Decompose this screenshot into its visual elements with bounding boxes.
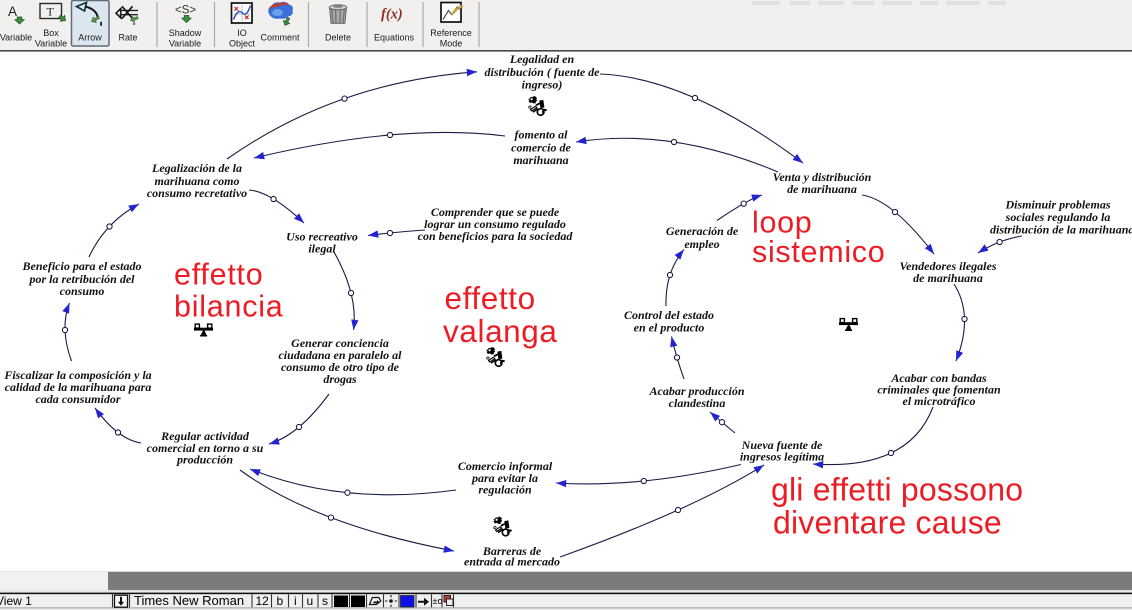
svg-text:Acabar con bandas: Acabar con bandas	[890, 371, 987, 385]
svg-text:effetto: effetto	[445, 280, 536, 316]
svg-text:entrada al mercado: entrada al mercado	[464, 555, 560, 569]
svg-text:Nueva fuente de: Nueva fuente de	[741, 438, 823, 452]
svg-text:con beneficios para la socieda: con beneficios para la sociedad	[418, 229, 574, 243]
svg-text:b: b	[277, 594, 284, 608]
svg-text:de marihuana: de marihuana	[913, 271, 983, 285]
svg-text:distribución ( fuente de: distribución ( fuente de	[484, 65, 600, 79]
svg-text:comercial en torno a su: comercial en torno a su	[147, 441, 264, 455]
svg-text:Rate: Rate	[118, 33, 137, 43]
svg-text:i: i	[294, 594, 297, 608]
svg-text:Disminuir problemas: Disminuir problemas	[1004, 198, 1110, 212]
svg-text:<S>: <S>	[175, 5, 196, 17]
svg-text:Variable: Variable	[0, 33, 32, 43]
svg-text:Mode: Mode	[440, 39, 463, 49]
svg-text:en el producto: en el producto	[634, 321, 705, 335]
svg-text:Reference: Reference	[430, 28, 472, 38]
svg-text:effetto: effetto	[174, 258, 263, 292]
svg-text:Control del estado: Control del estado	[624, 308, 714, 322]
svg-text:Generación de: Generación de	[666, 224, 739, 238]
svg-text:12: 12	[256, 594, 270, 608]
svg-text:Variable: Variable	[169, 39, 201, 49]
svg-text:drogas: drogas	[323, 372, 357, 386]
svg-text:gli effetti possono: gli effetti possono	[771, 472, 1023, 508]
svg-text:Venta y distribución: Venta y distribución	[773, 170, 872, 184]
svg-text:marihuana como: marihuana como	[154, 174, 239, 188]
svg-text:Barreras de: Barreras de	[482, 544, 542, 558]
svg-text:fomento al: fomento al	[515, 128, 569, 142]
svg-text:calidad de la marihuana para: calidad de la marihuana para	[5, 380, 152, 394]
svg-text:diventare cause: diventare cause	[773, 505, 1002, 541]
svg-text:empleo: empleo	[684, 237, 719, 251]
svg-text:bilancia: bilancia	[174, 290, 283, 324]
svg-text:lograr un consumo regulado: lograr un consumo regulado	[424, 217, 566, 231]
svg-text:clandestina: clandestina	[669, 396, 726, 410]
svg-text:View 1: View 1	[0, 594, 32, 608]
svg-text:para evitar la: para evitar la	[471, 471, 538, 485]
svg-text:de marihuana: de marihuana	[787, 182, 857, 196]
svg-text:ingresos legítima: ingresos legítima	[740, 450, 824, 464]
svg-text:el microtráfico: el microtráfico	[903, 394, 976, 408]
svg-text:criminales que fomentan: criminales que fomentan	[877, 382, 1001, 396]
svg-text:Times New Roman: Times New Roman	[134, 593, 244, 608]
svg-text:T: T	[47, 5, 55, 19]
svg-text:Arrow: Arrow	[78, 33, 102, 43]
svg-text:producción: producción	[176, 453, 233, 467]
svg-text:A: A	[8, 4, 17, 19]
svg-text:Variable: Variable	[35, 39, 67, 49]
svg-text:Fiscalizar la composición y la: Fiscalizar la composición y la	[3, 368, 151, 382]
svg-text:Legalización de la: Legalización de la	[151, 161, 242, 175]
svg-text:Vendedores ilegales: Vendedores ilegales	[900, 259, 997, 273]
svg-text:Shadow: Shadow	[169, 28, 202, 38]
svg-text:Box: Box	[43, 28, 59, 38]
svg-text:Regular actividad: Regular actividad	[160, 429, 250, 443]
svg-text:cada consumidor: cada consumidor	[35, 392, 120, 406]
svg-text:Comprender que se puede: Comprender que se puede	[431, 205, 560, 219]
svg-text:Equations: Equations	[374, 33, 415, 43]
svg-text:ilegal: ilegal	[308, 242, 336, 256]
svg-text:por la retribución del: por la retribución del	[28, 272, 135, 286]
svg-text:Acabar producción: Acabar producción	[648, 384, 744, 398]
svg-text:sistemico: sistemico	[752, 235, 885, 269]
svg-text:Delete: Delete	[325, 33, 351, 43]
svg-text:s: s	[322, 594, 328, 608]
svg-text:IO: IO	[237, 28, 247, 38]
svg-text:distribución de la marihuanaz: distribución de la marihuanaz	[990, 223, 1132, 237]
svg-text:valanga: valanga	[443, 313, 558, 349]
svg-text:ciudadana en paralelo al: ciudadana en paralelo al	[278, 348, 402, 362]
svg-text:Uso recreativo: Uso recreativo	[286, 230, 358, 244]
svg-text:consumo recretativo: consumo recretativo	[147, 186, 247, 200]
svg-text:±o: ±o	[433, 596, 443, 606]
svg-text:Object: Object	[229, 39, 256, 49]
svg-text:consumo de otro tipo de: consumo de otro tipo de	[281, 360, 400, 374]
svg-text:f(x): f(x)	[381, 7, 403, 23]
svg-text:marihuana: marihuana	[513, 153, 568, 167]
svg-text:Legalidad en: Legalidad en	[509, 52, 575, 66]
svg-text:loop: loop	[752, 205, 812, 239]
svg-text:Comment: Comment	[260, 33, 300, 43]
svg-text:Generar conciencia: Generar conciencia	[291, 336, 389, 350]
svg-text:Beneficio para el estado: Beneficio para el estado	[22, 259, 142, 273]
svg-text:u: u	[307, 594, 314, 608]
svg-text:sociales regulando la: sociales regulando la	[1005, 210, 1111, 224]
svg-text:ingreso): ingreso)	[522, 78, 563, 92]
svg-text:comercio de: comercio de	[511, 141, 571, 155]
svg-text:Comercio informal: Comercio informal	[458, 459, 553, 473]
svg-text:regulación: regulación	[478, 483, 532, 497]
svg-text:consumo: consumo	[60, 284, 105, 298]
